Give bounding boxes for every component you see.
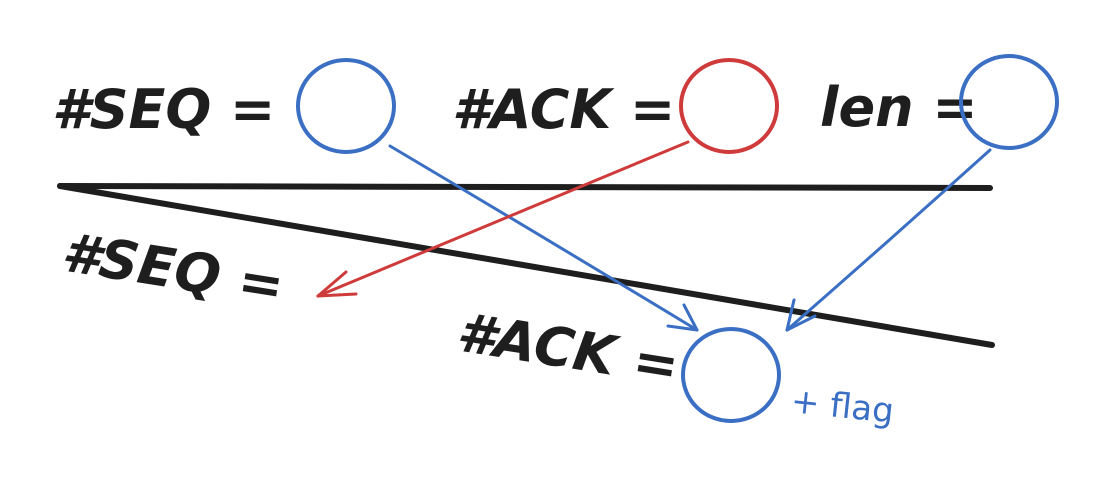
reply-ack-value-circle <box>681 327 781 423</box>
flag-note: + flag <box>789 381 896 432</box>
ack-value-circle <box>679 58 779 154</box>
ack-label-reply: #ACK = <box>453 301 683 398</box>
sender-timeline <box>57 183 993 191</box>
ack-to-seq-arrow <box>316 140 690 298</box>
len-label-top: len = <box>820 76 978 139</box>
segment-line <box>57 183 995 348</box>
seq-to-ack-arrow <box>388 144 699 332</box>
seq-label-top: #SEQ = <box>52 78 275 141</box>
ack-label-top: #ACK = <box>452 78 675 141</box>
len-to-ack-arrow <box>785 148 992 332</box>
len-value-circle <box>959 54 1059 150</box>
seq-value-circle <box>296 58 396 154</box>
seq-label-reply: #SEQ = <box>58 221 288 318</box>
